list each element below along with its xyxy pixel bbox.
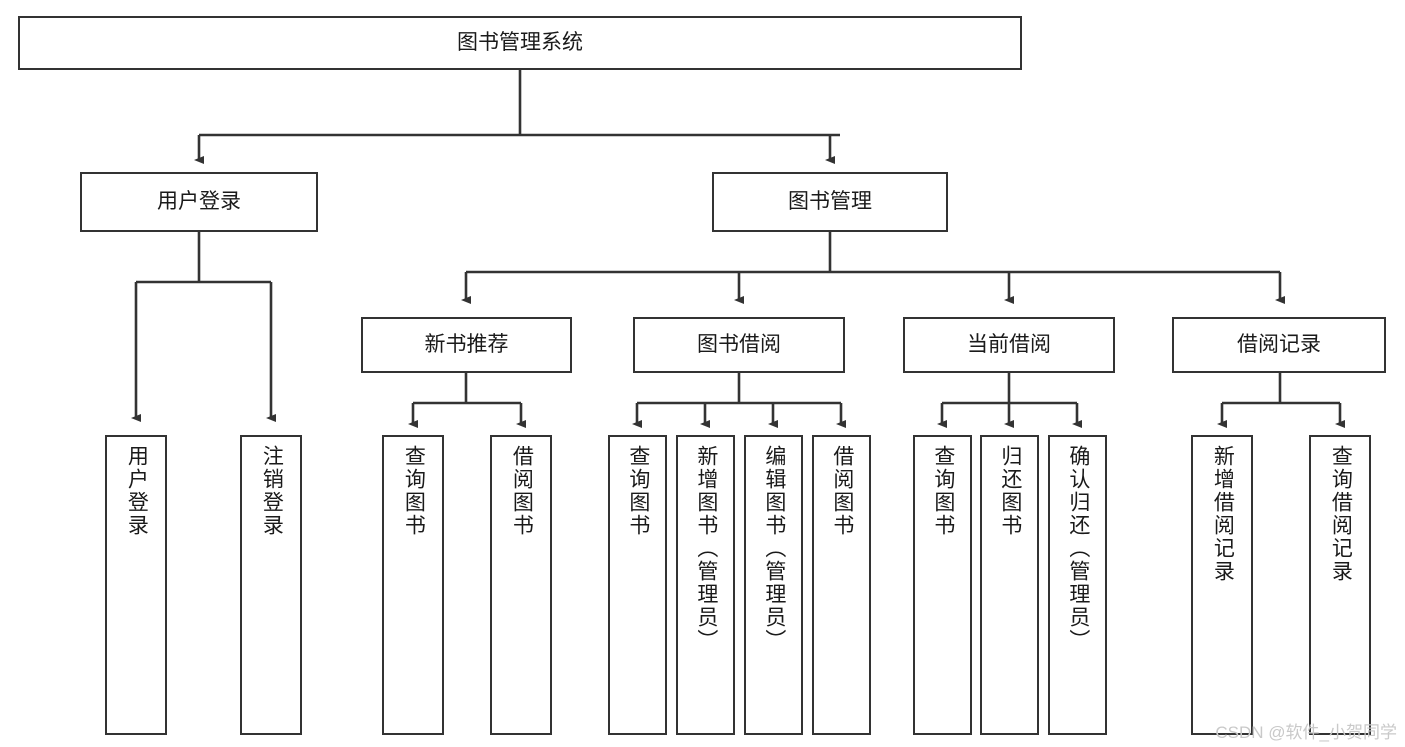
node-current-borrow-label: 当前借阅	[967, 332, 1051, 356]
node-leaf-query-book-2-label: 查询图书	[626, 445, 650, 537]
node-new-book-recommend[interactable]: 新书推荐	[361, 317, 572, 373]
node-leaf-query-record-label: 查询借阅记录	[1329, 445, 1353, 583]
node-leaf-borrow-book-2[interactable]: 借阅图书	[812, 435, 871, 735]
node-leaf-confirm-return-label: 确认归还（管理员）	[1066, 445, 1090, 652]
node-book-management[interactable]: 图书管理	[712, 172, 948, 232]
node-leaf-borrow-book-2-label: 借阅图书	[830, 445, 854, 537]
node-leaf-user-login-label: 用户登录	[125, 445, 149, 537]
node-new-book-recommend-label: 新书推荐	[424, 332, 509, 356]
node-user-login-label: 用户登录	[157, 189, 241, 213]
node-leaf-add-record-label: 新增借阅记录	[1211, 445, 1235, 583]
node-leaf-edit-book[interactable]: 编辑图书（管理员）	[744, 435, 803, 735]
node-leaf-query-book-1[interactable]: 查询图书	[382, 435, 444, 735]
node-borrow-record[interactable]: 借阅记录	[1172, 317, 1386, 373]
node-book-borrow-label: 图书借阅	[697, 332, 781, 356]
node-leaf-query-book-3-label: 查询图书	[931, 445, 955, 537]
node-current-borrow[interactable]: 当前借阅	[903, 317, 1115, 373]
node-user-login[interactable]: 用户登录	[80, 172, 318, 232]
node-leaf-logout-label: 注销登录	[260, 445, 284, 537]
node-leaf-query-book-3[interactable]: 查询图书	[913, 435, 972, 735]
node-leaf-add-book[interactable]: 新增图书（管理员）	[676, 435, 735, 735]
node-leaf-add-book-label: 新增图书（管理员）	[694, 445, 718, 652]
node-leaf-confirm-return[interactable]: 确认归还（管理员）	[1048, 435, 1107, 735]
node-root-label: 图书管理系统	[457, 30, 583, 54]
node-leaf-edit-book-label: 编辑图书（管理员）	[762, 445, 786, 652]
node-book-borrow[interactable]: 图书借阅	[633, 317, 845, 373]
node-leaf-borrow-book-1[interactable]: 借阅图书	[490, 435, 552, 735]
watermark-text: CSDN @软件_小贺同学	[1215, 723, 1397, 742]
node-leaf-query-record[interactable]: 查询借阅记录	[1309, 435, 1371, 735]
node-leaf-query-book-1-label: 查询图书	[402, 445, 426, 537]
node-leaf-user-login[interactable]: 用户登录	[105, 435, 167, 735]
node-root[interactable]: 图书管理系统	[18, 16, 1022, 70]
node-leaf-return-book[interactable]: 归还图书	[980, 435, 1039, 735]
node-borrow-record-label: 借阅记录	[1237, 332, 1321, 356]
node-leaf-query-book-2[interactable]: 查询图书	[608, 435, 667, 735]
node-leaf-logout[interactable]: 注销登录	[240, 435, 302, 735]
node-book-management-label: 图书管理	[788, 189, 872, 213]
node-leaf-return-book-label: 归还图书	[998, 445, 1022, 537]
node-leaf-add-record[interactable]: 新增借阅记录	[1191, 435, 1253, 735]
node-leaf-borrow-book-1-label: 借阅图书	[510, 445, 534, 537]
